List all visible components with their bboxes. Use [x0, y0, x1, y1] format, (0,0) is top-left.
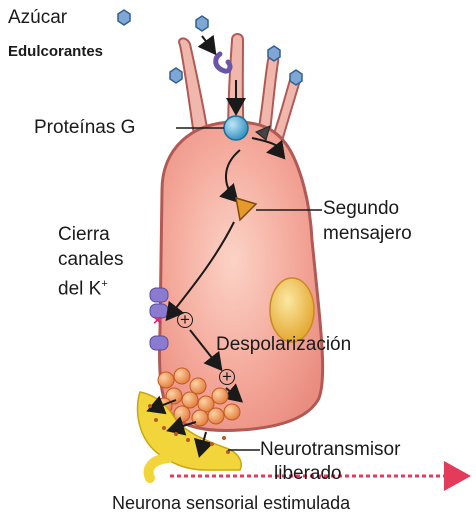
label-neurotransmitter-2: liberado: [274, 462, 342, 485]
label-stimulated-neuron: Neurona sensorial estimulada: [112, 492, 350, 515]
label-neurotransmitter-1: Neurotransmisor: [260, 438, 400, 461]
g-protein: [224, 116, 248, 140]
label-closes-1: Cierra: [58, 223, 110, 246]
label-closes-3-text: del K: [58, 278, 101, 299]
label-sweeteners: Edulcorantes: [8, 40, 103, 63]
neuron-tail: [149, 458, 168, 478]
label-second-messenger-2: mensajero: [323, 222, 412, 245]
sugar-binding-arrow: [202, 36, 214, 52]
plus-sign-1: +: [177, 312, 193, 328]
label-closes-3: del K+: [58, 273, 108, 300]
label-g-proteins: Proteínas G: [34, 116, 135, 139]
plus-sign-2: +: [219, 369, 235, 385]
label-sugar: Azúcar: [8, 6, 67, 29]
label-second-messenger-1: Segundo: [323, 197, 399, 220]
label-closes-2: canales: [58, 248, 124, 271]
label-closes-3-sup: +: [101, 278, 107, 290]
channel-closed-mark: ×: [153, 312, 162, 329]
receptor: [216, 54, 230, 71]
label-depolarization: Despolarización: [216, 333, 351, 356]
